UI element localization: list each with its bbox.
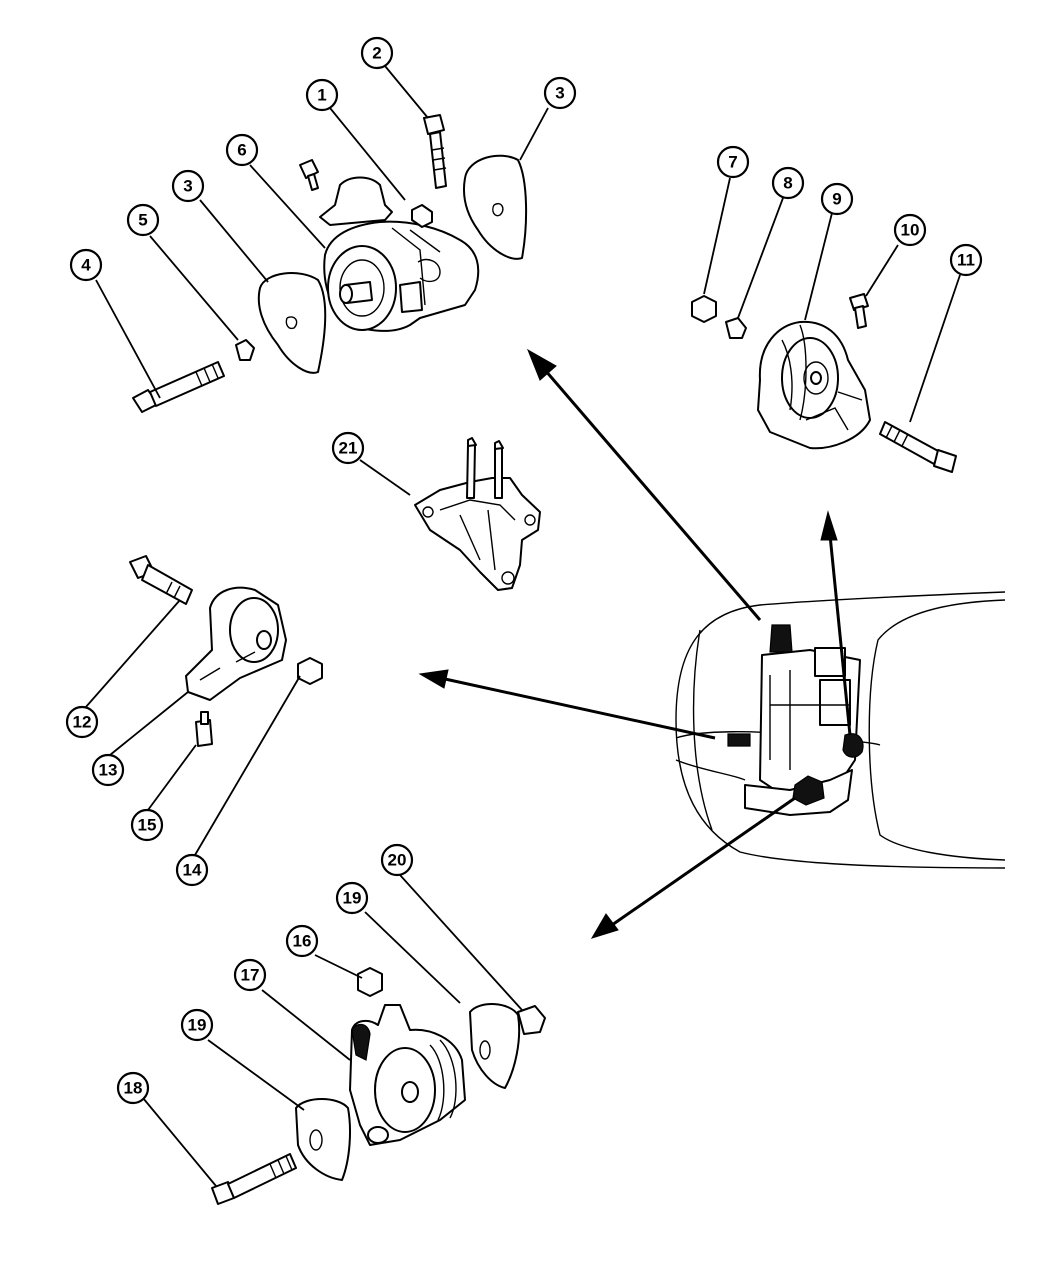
small-bolt <box>299 159 319 191</box>
bushing-20 <box>517 1005 546 1035</box>
callout-17: 17 <box>233 958 267 992</box>
bracket-21 <box>414 437 541 591</box>
bolt-12 <box>129 555 193 605</box>
callout-12: 12 <box>65 705 99 739</box>
callout-label: 1 <box>317 86 326 105</box>
callout-9: 9 <box>820 182 854 216</box>
callout-label: 7 <box>728 153 737 172</box>
callout-19-left: 19 <box>180 1008 214 1042</box>
callout-3-right: 3 <box>543 76 577 110</box>
callout-label: 3 <box>555 84 564 103</box>
callout-6: 6 <box>225 133 259 167</box>
callout-label: 6 <box>237 141 246 160</box>
callout-label: 16 <box>293 932 312 951</box>
washer-left <box>257 272 327 374</box>
washer-19-right <box>469 1003 521 1089</box>
callout-label: 21 <box>339 439 358 458</box>
nut-7 <box>691 295 717 323</box>
callout-label: 4 <box>81 256 91 275</box>
callout-10: 10 <box>893 213 927 247</box>
bolt-2 <box>423 114 447 189</box>
callout-label: 19 <box>343 889 362 908</box>
leader-lines <box>84 65 961 1187</box>
callout-label: 10 <box>901 221 920 240</box>
callout-14: 14 <box>175 853 209 887</box>
engine-block-illustration <box>727 624 864 816</box>
callout-15: 15 <box>130 808 164 842</box>
callout-3-left: 3 <box>171 169 205 203</box>
callout-11: 11 <box>949 243 983 277</box>
callout-20: 20 <box>380 843 414 877</box>
callout-8: 8 <box>771 166 805 200</box>
callout-19-right: 19 <box>335 881 369 915</box>
washer-8 <box>725 317 747 339</box>
callout-4: 4 <box>69 248 103 282</box>
callout-label: 3 <box>183 177 192 196</box>
washer-right <box>462 154 528 260</box>
callout-label: 12 <box>73 713 92 732</box>
nut-14 <box>297 657 323 685</box>
washer-19-left <box>295 1098 351 1181</box>
bolt-11 <box>879 421 957 473</box>
arrow-to-bottom-mount <box>611 796 796 927</box>
bolt-4 <box>132 361 225 413</box>
callout-label: 9 <box>832 190 841 209</box>
callout-label: 14 <box>183 861 202 880</box>
callout-label: 20 <box>388 851 407 870</box>
right-mount-assembly <box>691 293 957 473</box>
arrow-to-right-mount <box>828 534 852 736</box>
callout-13: 13 <box>91 753 125 787</box>
bolt-10 <box>849 293 869 329</box>
callout-label: 8 <box>783 174 792 193</box>
callout-7: 7 <box>716 145 750 179</box>
callout-label: 5 <box>138 211 147 230</box>
rear-mount-assembly <box>211 967 546 1205</box>
arrow-to-left-mount <box>444 677 716 740</box>
callout-21: 21 <box>331 431 365 465</box>
bolt-18 <box>211 1153 297 1205</box>
washer-5 <box>235 339 255 361</box>
callout-label: 13 <box>99 761 118 780</box>
nut-1 <box>411 204 433 228</box>
left-mount-assembly <box>129 555 323 747</box>
callout-1: 1 <box>305 78 339 112</box>
bolt-15 <box>195 711 213 747</box>
callout-16: 16 <box>285 924 319 958</box>
arrow-to-top-mount <box>543 369 762 621</box>
callout-label: 19 <box>188 1016 207 1035</box>
callout-label: 2 <box>372 44 381 63</box>
callout-label: 17 <box>241 966 260 985</box>
front-mount-assembly <box>132 114 528 413</box>
callout-label: 11 <box>957 251 975 270</box>
callout-5: 5 <box>126 203 160 237</box>
callout-label: 18 <box>124 1079 143 1098</box>
vehicle-outline <box>675 591 1006 869</box>
callout-18: 18 <box>116 1071 150 1105</box>
nut-16 <box>357 967 383 997</box>
location-arrows <box>418 348 852 939</box>
callout-2: 2 <box>360 36 394 70</box>
callout-label: 15 <box>138 816 157 835</box>
